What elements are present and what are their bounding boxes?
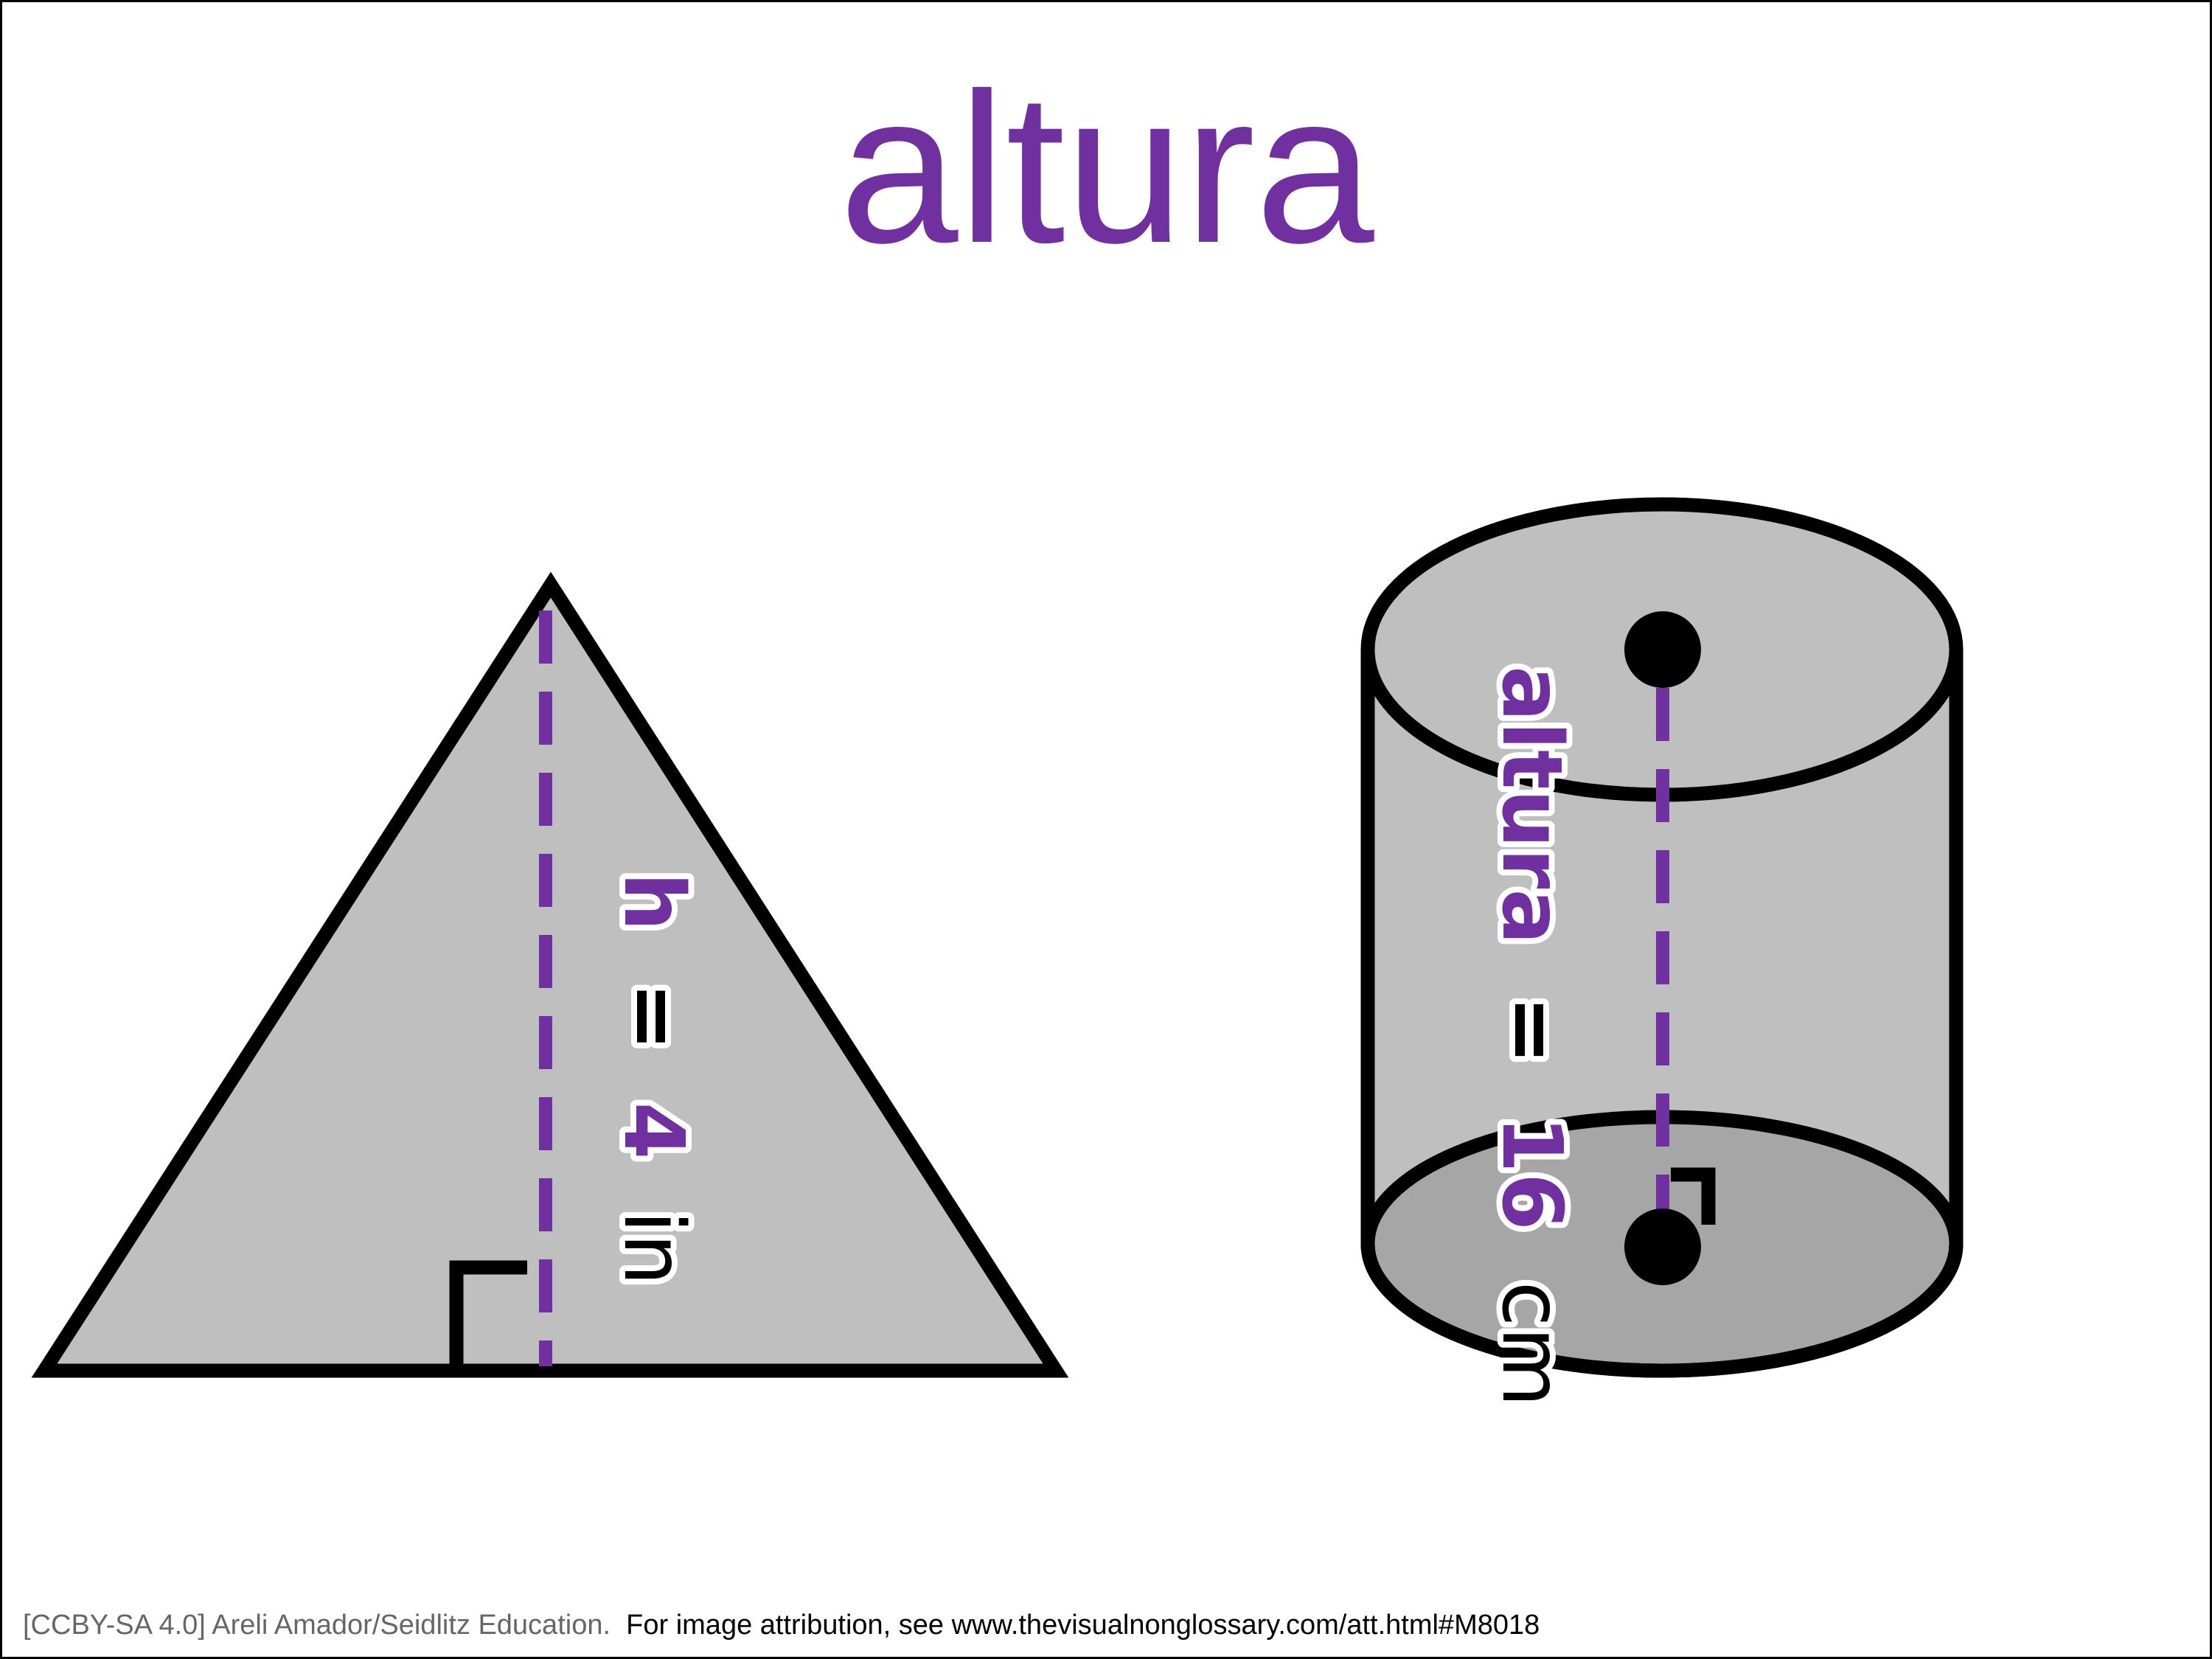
- triangle: h = 4 in: [31, 571, 1069, 1378]
- attribution-text: For image attribution, see www.thevisual…: [626, 1610, 1540, 1641]
- triangle-height-label: h = 4 in: [605, 872, 701, 1286]
- right-angle-marker: [1671, 1167, 1716, 1225]
- top-center-point: [1624, 611, 1701, 688]
- cylinder: altura = 16 cm: [1360, 497, 1964, 1413]
- attribution-footer: [CCBY-SA 4.0] Areli Amador/Seidlitz Educ…: [23, 1610, 1540, 1641]
- cylinder-height-label: altura = 16 cm: [1484, 666, 1579, 1407]
- page-title: altura: [839, 49, 1375, 288]
- license-text: [CCBY-SA 4.0] Areli Amador/Seidlitz Educ…: [23, 1610, 611, 1641]
- bottom-center-point: [1624, 1208, 1701, 1285]
- right-angle-marker: [449, 1260, 527, 1365]
